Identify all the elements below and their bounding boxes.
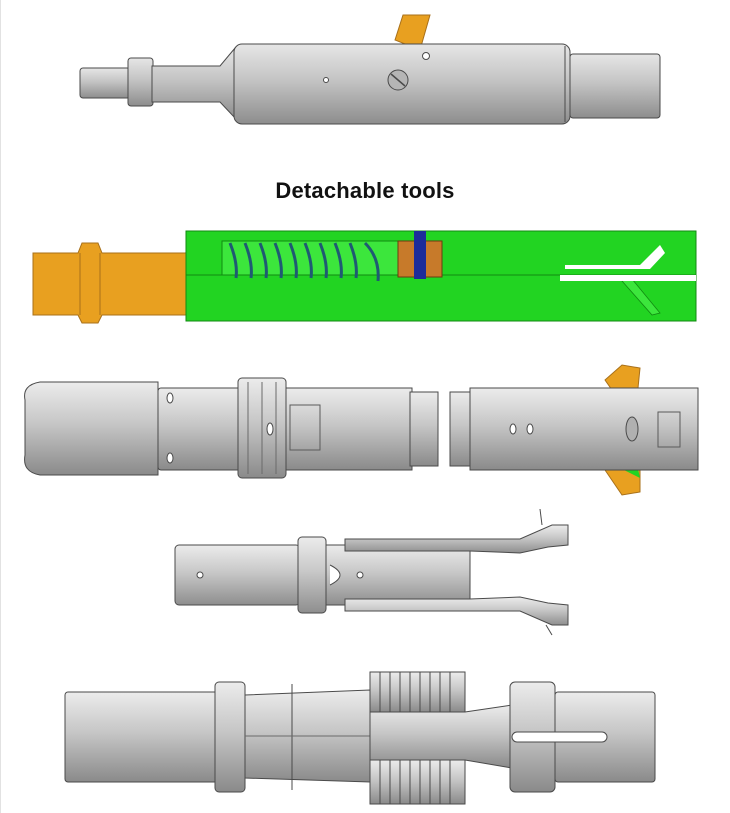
expanding-mandrel-tool-icon bbox=[64, 671, 656, 805]
running-tool-icon bbox=[79, 14, 661, 125]
diagram-title: Detachable tools bbox=[275, 178, 455, 203]
spring-latch-tool-icon bbox=[32, 230, 697, 324]
collet-latch-tool-icon bbox=[174, 508, 569, 636]
pulling-tool-icon bbox=[24, 364, 699, 496]
